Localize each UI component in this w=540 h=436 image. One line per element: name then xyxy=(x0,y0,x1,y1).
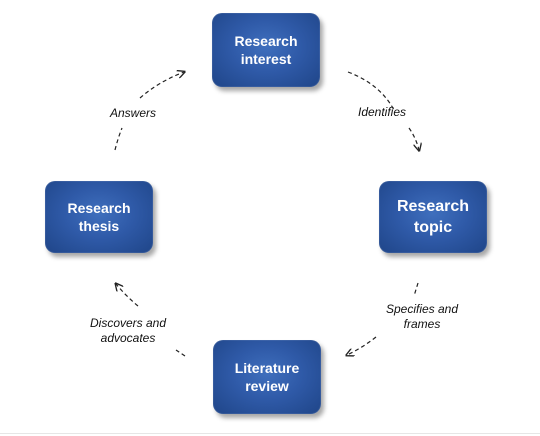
arrow-interest-to-topic-tail xyxy=(408,127,419,150)
arrow-review-to-thesis-tail xyxy=(116,284,139,307)
node-literature-review-label: Literature review xyxy=(234,360,300,394)
node-research-thesis: Research thesis xyxy=(45,181,153,253)
edge-label-specifies-and-frames: Specifies and frames xyxy=(385,302,459,331)
node-research-topic: Research topic xyxy=(379,181,487,253)
node-research-topic-label: Research topic xyxy=(396,198,470,236)
node-research-interest: Research interest xyxy=(212,13,320,87)
arrow-topic-to-review xyxy=(413,282,419,297)
node-research-thesis-label: Research thesis xyxy=(67,200,131,234)
bottom-divider xyxy=(0,433,540,434)
arrow-thesis-to-interest-tail xyxy=(139,72,184,99)
arrow-interest-to-topic xyxy=(347,71,395,111)
edge-label-answers: Answers xyxy=(109,106,156,120)
edge-label-discovers-and-advocates: Discovers and advocates xyxy=(89,316,167,345)
arrow-thesis-to-interest xyxy=(114,127,123,151)
node-literature-review: Literature review xyxy=(213,340,321,414)
edge-label-identifies: Identifies xyxy=(357,105,407,119)
arrow-review-to-thesis xyxy=(175,349,186,357)
node-research-interest-label: Research interest xyxy=(234,33,298,67)
arrow-topic-to-review-tail xyxy=(347,336,377,355)
